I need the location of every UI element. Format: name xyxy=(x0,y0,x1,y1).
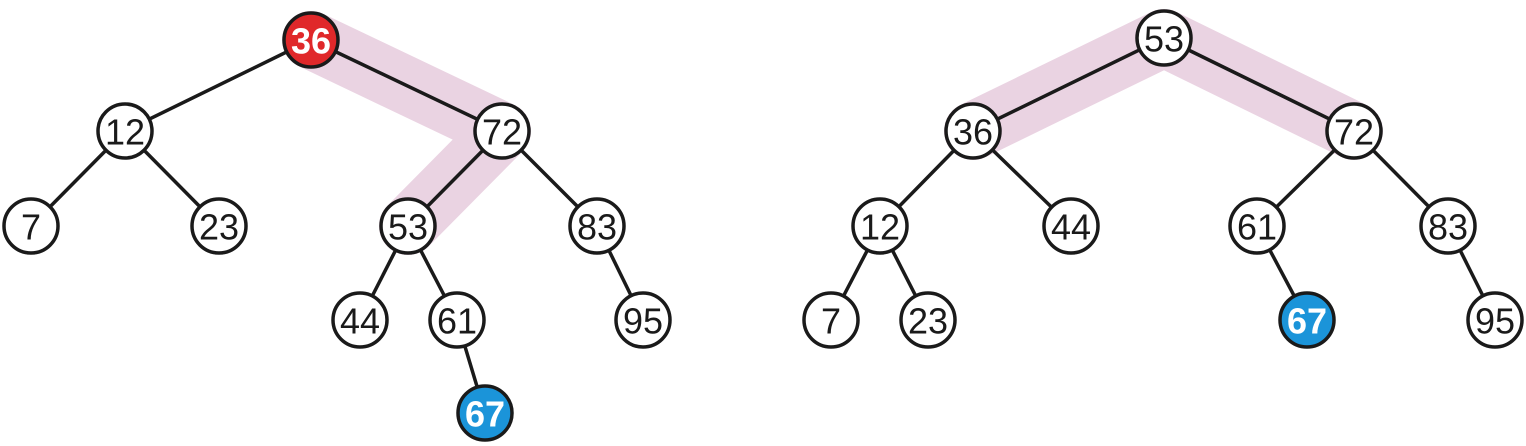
tree-node: 95 xyxy=(614,291,672,349)
tree-node: 95 xyxy=(1466,291,1524,349)
node-circle xyxy=(568,197,626,255)
node-circle xyxy=(1042,197,1100,255)
node-label: 23 xyxy=(908,301,948,342)
node-circle xyxy=(802,291,860,349)
node-circle xyxy=(851,197,909,255)
tree-node: 7 xyxy=(802,291,860,349)
edge-b53-b72 xyxy=(1163,36,1355,133)
node-label: 72 xyxy=(482,112,522,153)
node-label: 67 xyxy=(1287,301,1327,342)
node-circle xyxy=(331,291,389,349)
tree-node: 36 xyxy=(282,11,340,69)
tree-node: 67 xyxy=(1278,291,1336,349)
tree-node: 83 xyxy=(568,197,626,255)
tree-node: 23 xyxy=(190,197,248,255)
node-label: 53 xyxy=(1144,19,1184,60)
node-circle xyxy=(1466,291,1524,349)
edge-a36-a12 xyxy=(124,38,312,133)
tree-node: 12 xyxy=(851,197,909,255)
node-circle xyxy=(456,384,514,442)
node-label: 95 xyxy=(623,301,663,342)
tree-node: 67 xyxy=(456,384,514,442)
node-circle xyxy=(379,197,437,255)
node-circle xyxy=(1278,291,1336,349)
node-circle xyxy=(2,197,60,255)
highlight-layer xyxy=(282,9,1383,255)
node-circle xyxy=(96,102,154,160)
node-label: 44 xyxy=(1051,207,1091,248)
node-label: 83 xyxy=(1428,207,1468,248)
node-circle xyxy=(428,291,486,349)
node-label: 7 xyxy=(821,301,841,342)
node-circle xyxy=(1228,197,1286,255)
tree-node: 23 xyxy=(899,291,957,349)
tree-node: 61 xyxy=(1228,197,1286,255)
node-circle xyxy=(190,197,248,255)
node-label: 36 xyxy=(953,112,993,153)
tree-node: 61 xyxy=(428,291,486,349)
tree-node: 44 xyxy=(331,291,389,349)
node-label: 95 xyxy=(1475,301,1515,342)
edge-a36-a72 xyxy=(310,38,503,133)
tree-node: 83 xyxy=(1419,197,1477,255)
node-label: 12 xyxy=(105,112,145,153)
tree-node: 53 xyxy=(1135,9,1193,67)
node-label: 61 xyxy=(437,301,477,342)
node-circle xyxy=(1135,9,1193,67)
node-label: 23 xyxy=(199,207,239,248)
node-label: 67 xyxy=(465,394,505,435)
node-label: 61 xyxy=(1237,207,1277,248)
node-label: 72 xyxy=(1334,112,1374,153)
edge-b53-b36 xyxy=(972,36,1165,133)
tree-node: 12 xyxy=(96,102,154,160)
node-label: 7 xyxy=(21,207,41,248)
node-label: 12 xyxy=(860,207,900,248)
node-label: 36 xyxy=(291,21,331,62)
tree-node: 7 xyxy=(2,197,60,255)
node-label: 83 xyxy=(577,207,617,248)
tree-node: 72 xyxy=(473,102,531,160)
node-circle xyxy=(944,102,1002,160)
node-circle xyxy=(614,291,672,349)
node-circle xyxy=(282,11,340,69)
node-layer: 36 12 72 7 23 53 83 44 61 95 67 53 36 72 12 44 61 83 7 23 67… xyxy=(2,9,1524,442)
tree-node: 36 xyxy=(944,102,1002,160)
tree-node: 44 xyxy=(1042,197,1100,255)
node-circle xyxy=(1419,197,1477,255)
tree-node: 53 xyxy=(379,197,437,255)
node-circle xyxy=(473,102,531,160)
node-circle xyxy=(1325,102,1383,160)
node-label: 44 xyxy=(340,301,380,342)
tree-node: 72 xyxy=(1325,102,1383,160)
node-circle xyxy=(899,291,957,349)
node-label: 53 xyxy=(388,207,428,248)
